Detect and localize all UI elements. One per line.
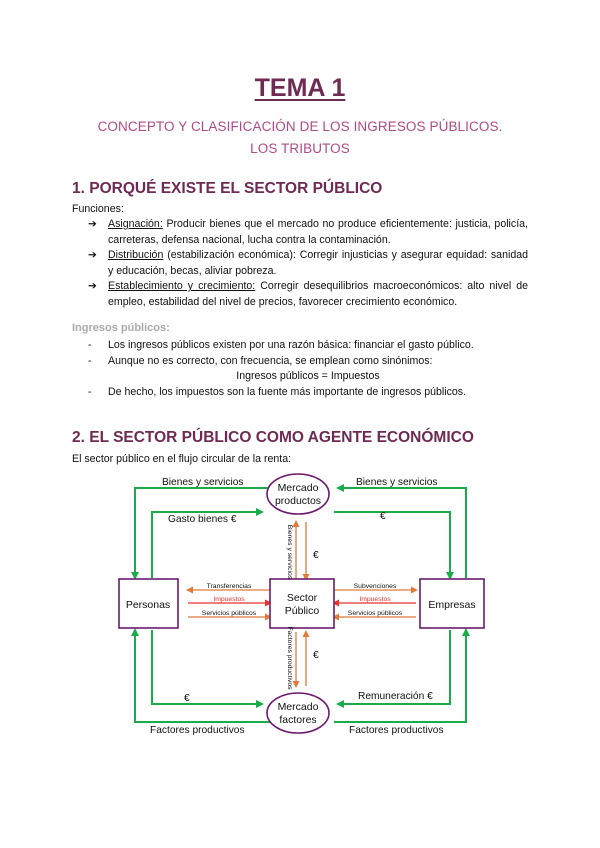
node-label: Mercado <box>278 482 319 494</box>
orange-flows <box>186 520 418 688</box>
function-term: Establecimiento y crecimiento: <box>108 280 256 292</box>
node-personas <box>118 578 179 629</box>
section2-heading: 2. EL SECTOR PÚBLICO COMO AGENTE ECONÓMI… <box>72 429 474 446</box>
node-label: Mercado <box>278 701 319 713</box>
function-item-distribucion: ➔ Distribución (estabilización económica)… <box>88 248 528 279</box>
section2-intro: El sector público en el flujo circular d… <box>72 453 292 465</box>
node-label: Público <box>285 605 320 617</box>
node-label: Sector <box>287 592 318 604</box>
node-label: productos <box>275 495 321 507</box>
flow-label: Factores productivos <box>286 626 293 690</box>
function-text: (estabilización económica): Corregir inj… <box>108 249 528 277</box>
flow-label: Impuestos <box>359 596 391 603</box>
flow-label: Impuestos <box>213 596 245 603</box>
arrow-icon: ➔ <box>88 280 97 292</box>
section1-heading: 1. PORQUÉ EXISTE EL SECTOR PÚBLICO <box>72 180 383 197</box>
flow-label: € <box>380 511 386 522</box>
subtitle-line-2: LOS TRIBUTOS <box>250 141 350 156</box>
function-item-asignacion: ➔ Asignación: Producir bienes que el merc… <box>88 217 528 248</box>
node-sector-publico <box>269 578 335 629</box>
page-title: TEMA 1 <box>254 74 346 102</box>
arrow-icon: ➔ <box>88 218 97 230</box>
flow-label: Transferencias <box>207 583 252 590</box>
node-label: Personas <box>126 599 170 611</box>
node-mercado-factores <box>266 692 330 734</box>
function-item-establecimiento: ➔ Establecimiento y crecimiento: Corregir… <box>88 279 528 310</box>
functions-list: ➔ Asignación: Producir bienes que el merc… <box>88 217 528 310</box>
list-item: -Aunque no es correcto, con frecuencia, … <box>88 354 433 367</box>
node-mercado-productos <box>266 473 330 515</box>
function-text: Corregir desequilibrios macroeconómicos:… <box>108 280 528 308</box>
ingresos-list: -Los ingresos públicos existen por una r… <box>88 338 528 400</box>
flow-label: Factores productivos <box>349 725 444 736</box>
flow-label: Bienes y servicios <box>162 477 244 488</box>
subtitle-line-1: CONCEPTO Y CLASIFICACIÓN DE LOS INGRESOS… <box>97 119 503 134</box>
function-term: Distribución <box>108 249 164 261</box>
list-item: -Los ingresos públicos existen por una r… <box>88 339 474 351</box>
ingresos-label: Ingresos públicos: <box>72 322 170 334</box>
node-empresas <box>419 578 485 629</box>
function-term: Asignación: <box>108 218 163 230</box>
diagram-nodes <box>118 473 485 734</box>
flow-label: Factores productivos <box>150 725 245 736</box>
flow-label: Subvenciones <box>354 583 397 590</box>
funciones-label: Funciones: <box>72 203 124 215</box>
list-item: -De hecho, los impuestos son la fuente m… <box>88 385 467 398</box>
flow-label: € <box>184 693 190 704</box>
flow-label: Remuneración € <box>358 691 433 702</box>
flow-label: Gasto bienes € <box>168 514 237 525</box>
flow-label: Bienes y servicios <box>356 477 438 488</box>
green-flows <box>131 484 470 723</box>
function-text: Producir bienes que el mercado no produc… <box>108 218 528 246</box>
arrow-icon: ➔ <box>88 249 97 261</box>
equation-line: Ingresos públicos = Impuestos <box>236 370 380 382</box>
flow-label: Servicios públicos <box>348 610 403 617</box>
node-label: Empresas <box>428 599 475 611</box>
flow-label: € <box>313 650 319 661</box>
flow-label: Servicios públicos <box>202 610 257 617</box>
node-label: factores <box>279 714 316 726</box>
flow-label: € <box>313 550 319 561</box>
flow-label: Bienes y servicios <box>286 525 293 580</box>
